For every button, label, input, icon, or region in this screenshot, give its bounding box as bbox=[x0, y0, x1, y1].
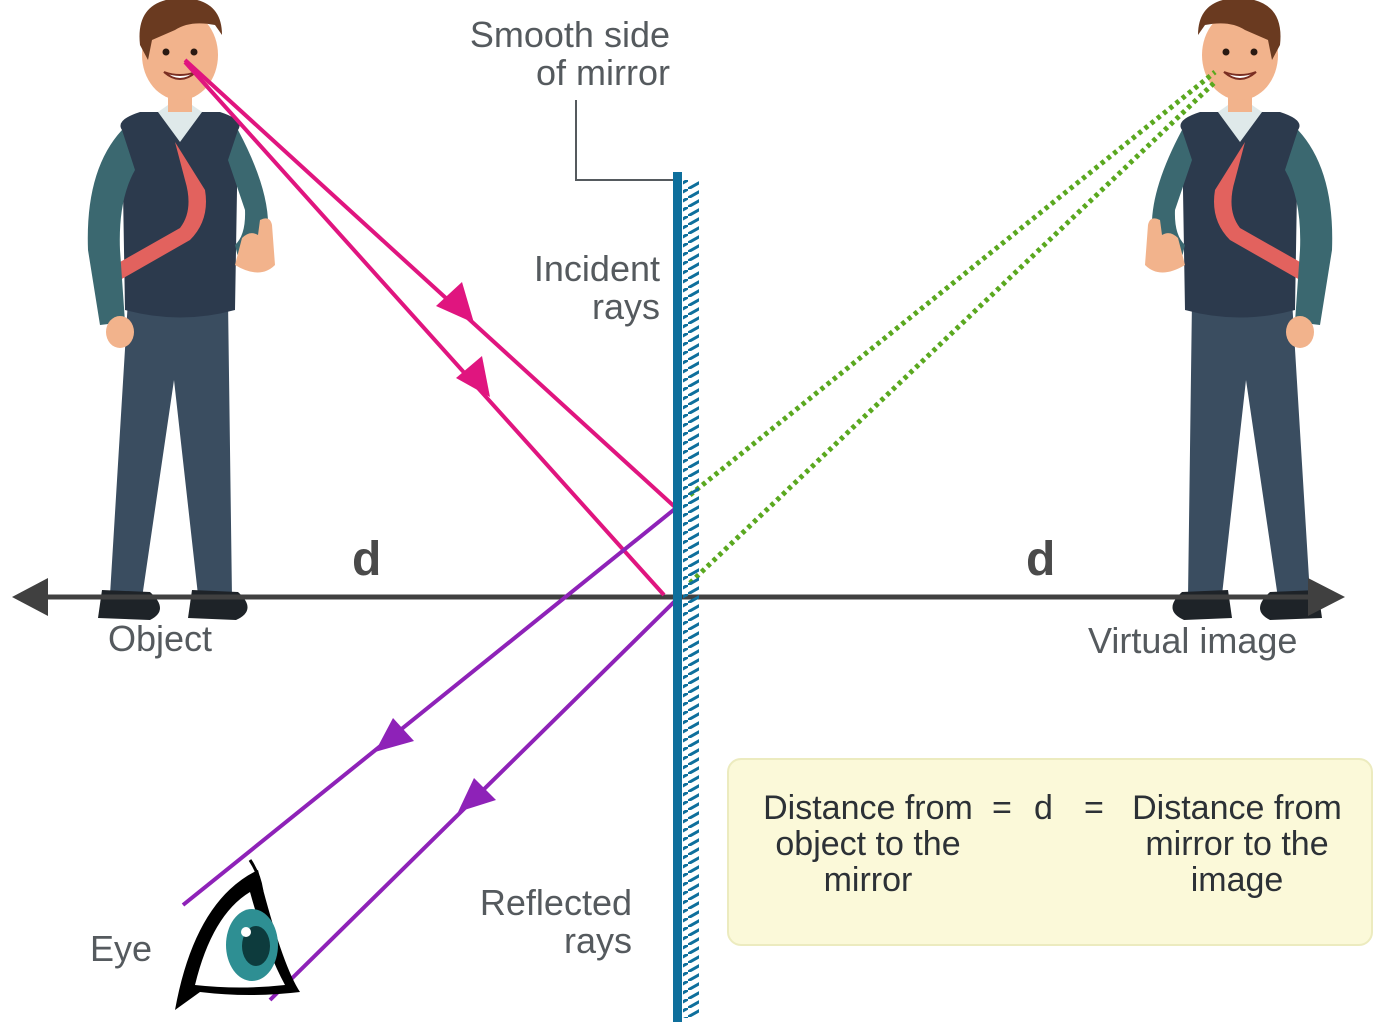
note-left-text: Distance from object to the mirror bbox=[748, 790, 988, 898]
incident-line2: rays bbox=[591, 286, 660, 327]
note-left-line3: mirror bbox=[823, 861, 913, 899]
smooth-side-label: Smooth side of mirror bbox=[420, 16, 670, 92]
incident-ray-upper bbox=[183, 58, 678, 510]
virtual-image-label: Virtual image bbox=[1088, 620, 1298, 661]
image-distance-d: d bbox=[1026, 533, 1056, 586]
reflected-ray-upper bbox=[181, 506, 678, 907]
reflected-arrowhead-upper bbox=[375, 718, 414, 752]
reflected-line2: rays bbox=[563, 920, 632, 961]
note-d: d bbox=[1034, 789, 1053, 827]
distance-note-box bbox=[727, 758, 1373, 946]
note-equals-1: = bbox=[992, 789, 1012, 827]
object-person bbox=[86, 0, 276, 621]
incident-line1: Incident bbox=[533, 248, 660, 289]
smooth-side-leader-line bbox=[575, 100, 676, 181]
virtual-ray-lower bbox=[688, 80, 1217, 585]
note-right-line3: image bbox=[1190, 861, 1284, 899]
plane-mirror bbox=[673, 172, 699, 1022]
object-label: Object bbox=[108, 618, 213, 659]
virtual-rays bbox=[688, 70, 1217, 585]
eye-label: Eye bbox=[90, 928, 153, 969]
reflected-rays-label: Reflected rays bbox=[430, 884, 632, 960]
axis-right-arrowhead bbox=[1308, 578, 1345, 616]
incident-arrowhead-lower bbox=[456, 356, 490, 397]
incident-rays bbox=[183, 58, 678, 597]
incident-ray-lower bbox=[183, 60, 666, 597]
incident-arrowhead-upper bbox=[436, 282, 474, 323]
note-right-text: Distance from mirror to the image bbox=[1116, 790, 1358, 898]
note-right-line2: mirror to the bbox=[1145, 825, 1329, 863]
incident-rays-label: Incident rays bbox=[480, 250, 660, 326]
note-left-line1: Distance from bbox=[763, 789, 973, 827]
eye-icon bbox=[175, 859, 300, 1010]
note-left-line2: object to the bbox=[775, 825, 961, 863]
note-equals-2: = bbox=[1084, 789, 1104, 827]
axis-left-arrowhead bbox=[12, 578, 48, 616]
note-right-line1: Distance from bbox=[1132, 789, 1342, 827]
smooth-side-line1: Smooth side bbox=[469, 14, 670, 55]
virtual-ray-upper bbox=[688, 70, 1217, 497]
object-distance-d: d bbox=[352, 533, 382, 586]
virtual-image-person bbox=[1144, 0, 1334, 621]
reflected-arrowhead-lower bbox=[458, 778, 496, 812]
smooth-side-line2: of mirror bbox=[536, 52, 670, 93]
reflected-line1: Reflected bbox=[479, 882, 632, 923]
